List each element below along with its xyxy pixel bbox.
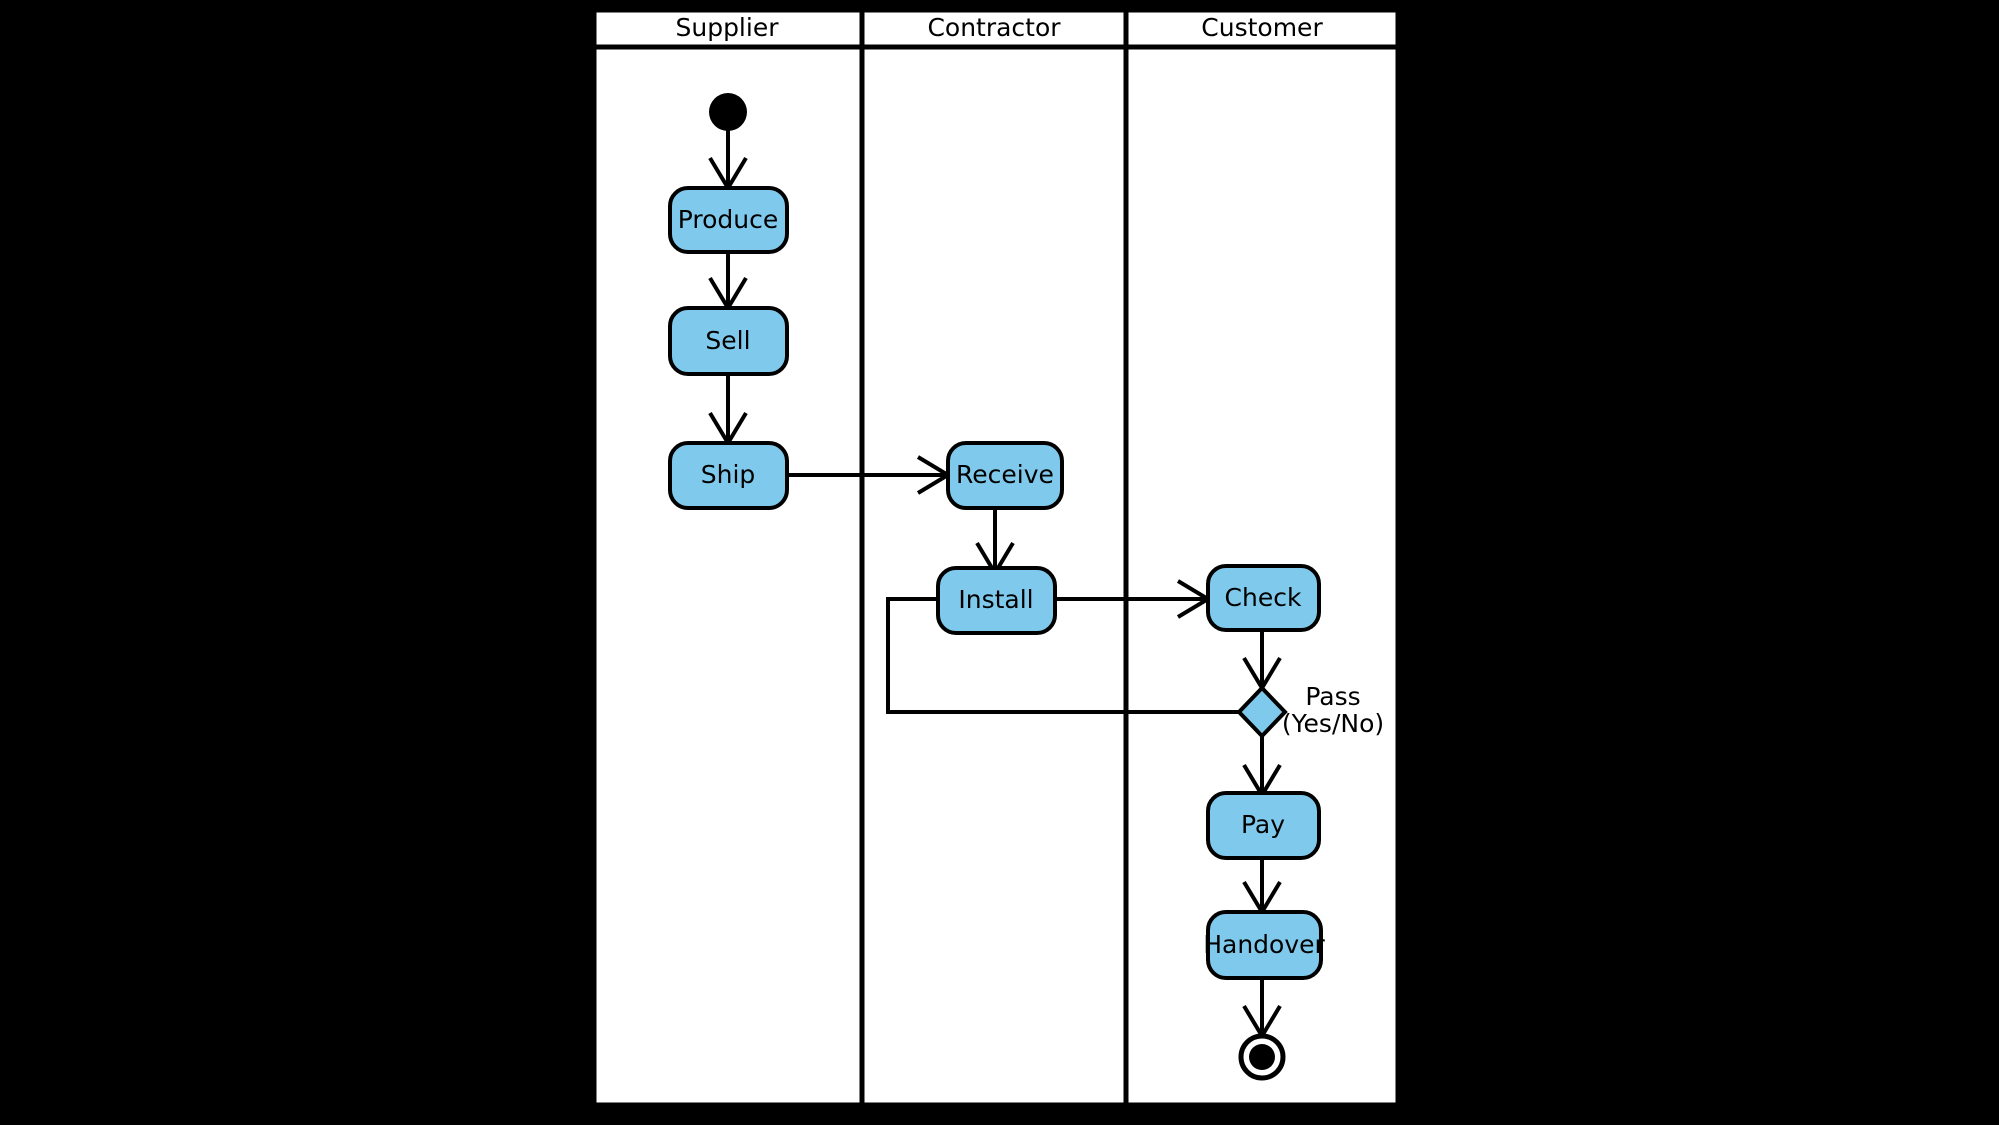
lane-header-contractor: Contractor: [927, 13, 1061, 42]
activity-label-install: Install: [958, 585, 1033, 614]
activity-node-check[interactable]: Check: [1206, 564, 1321, 632]
activity-label-check: Check: [1225, 583, 1302, 612]
activity-node-handover[interactable]: Handover: [1203, 910, 1326, 980]
final-node[interactable]: [1238, 1033, 1286, 1081]
activity-node-ship[interactable]: Ship: [668, 441, 789, 510]
activity-label-handover: Handover: [1203, 930, 1325, 959]
final-node-core: [1249, 1044, 1275, 1070]
activity-box-sell[interactable]: [668, 306, 789, 376]
decision-label-line1: Pass: [1305, 682, 1360, 711]
activity-node-produce[interactable]: Produce: [668, 186, 789, 254]
activity-node-receive[interactable]: Receive: [946, 441, 1064, 510]
activity-box-handover[interactable]: [1206, 910, 1323, 980]
decision-label-line2: (Yes/No): [1282, 709, 1384, 738]
lane-header-customer: Customer: [1201, 13, 1323, 42]
activity-label-sell: Sell: [705, 326, 750, 355]
activity-box-ship[interactable]: [668, 441, 789, 510]
initial-node[interactable]: [709, 93, 747, 131]
activity-node-pay[interactable]: Pay: [1206, 791, 1321, 860]
activity-label-receive: Receive: [956, 460, 1054, 489]
activity-node-sell[interactable]: Sell: [668, 306, 789, 376]
activity-box-check[interactable]: [1206, 564, 1321, 632]
decision-diamond[interactable]: [1236, 685, 1288, 739]
activity-node-install[interactable]: Install: [936, 566, 1057, 635]
activity-box-install[interactable]: [936, 566, 1057, 635]
activity-label-ship: Ship: [701, 460, 756, 489]
activity-label-produce: Produce: [678, 205, 779, 234]
activity-box-receive[interactable]: [946, 441, 1064, 510]
lane-header-supplier: Supplier: [675, 13, 779, 42]
activity-box-produce[interactable]: [668, 186, 789, 254]
activity-label-pay: Pay: [1241, 810, 1285, 839]
activity-box-pay[interactable]: [1206, 791, 1321, 860]
